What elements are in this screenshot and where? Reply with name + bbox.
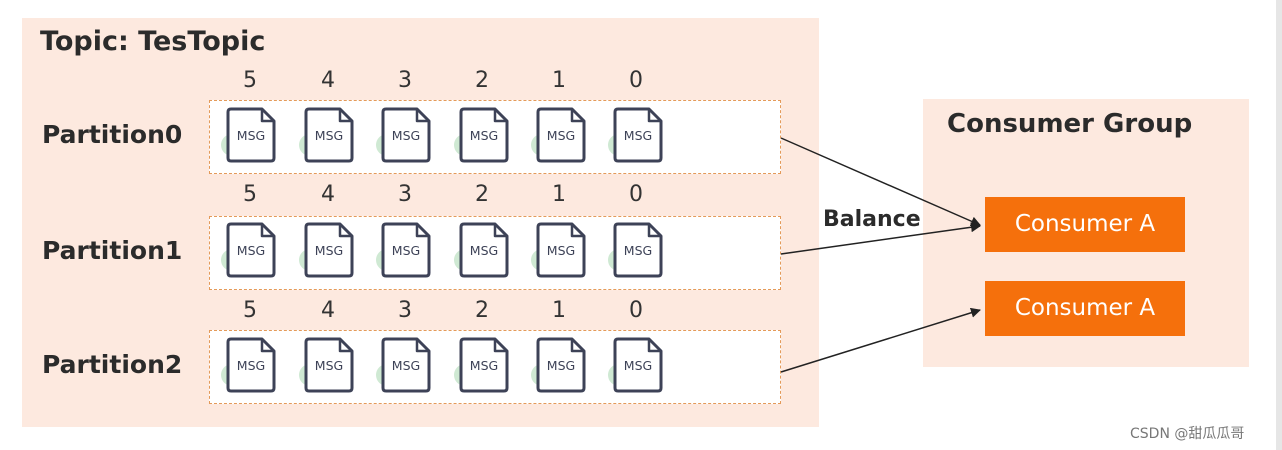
offset-label: 2	[475, 298, 489, 323]
message-label: MSG	[470, 358, 498, 373]
watermark: CSDN @甜瓜瓜哥	[1130, 426, 1245, 442]
offset-label: 5	[243, 182, 257, 207]
message-label: MSG	[237, 128, 265, 143]
consumer-box-1: Consumer A	[985, 281, 1185, 336]
offset-label: 2	[475, 182, 489, 207]
message-icon: MSG	[531, 107, 590, 167]
partition-label-2: Partition2	[42, 350, 183, 379]
message-label: MSG	[392, 243, 420, 258]
message-icon: MSG	[299, 107, 358, 167]
message-label: MSG	[624, 128, 652, 143]
offset-row-2: 5 4 3 2 1 0	[0, 298, 700, 328]
offset-label: 3	[398, 298, 412, 323]
consumer-group-title: Consumer Group	[947, 109, 1193, 139]
message-icon: MSG	[608, 337, 667, 397]
message-label: MSG	[392, 358, 420, 373]
offset-label: 0	[629, 68, 643, 93]
offset-label: 4	[321, 68, 335, 93]
message-icon: MSG	[454, 337, 513, 397]
offset-label: 0	[629, 298, 643, 323]
message-label: MSG	[470, 128, 498, 143]
message-icon: MSG	[608, 222, 667, 282]
message-label: MSG	[237, 358, 265, 373]
message-label: MSG	[624, 243, 652, 258]
offset-row-1: 5 4 3 2 1 0	[0, 182, 700, 212]
offset-label: 5	[243, 298, 257, 323]
message-icon: MSG	[531, 337, 590, 397]
message-icon: MSG	[454, 107, 513, 167]
message-icon: MSG	[376, 107, 435, 167]
message-label: MSG	[547, 243, 575, 258]
partition-label-1: Partition1	[42, 236, 183, 265]
message-icon: MSG	[299, 222, 358, 282]
message-label: MSG	[624, 358, 652, 373]
topic-title: Topic: TesTopic	[40, 26, 266, 57]
offset-label: 5	[243, 68, 257, 93]
partition-label-0: Partition0	[42, 120, 183, 149]
message-icon: MSG	[608, 107, 667, 167]
message-label: MSG	[470, 243, 498, 258]
offset-label: 1	[552, 68, 566, 93]
message-label: MSG	[392, 128, 420, 143]
message-label: MSG	[315, 243, 343, 258]
offset-label: 4	[321, 298, 335, 323]
message-label: MSG	[547, 358, 575, 373]
message-label: MSG	[547, 128, 575, 143]
message-icon: MSG	[376, 337, 435, 397]
message-icon: MSG	[454, 222, 513, 282]
edge-strip	[1276, 0, 1282, 450]
message-label: MSG	[315, 128, 343, 143]
offset-label: 3	[398, 68, 412, 93]
offset-label: 3	[398, 182, 412, 207]
offset-label: 1	[552, 298, 566, 323]
offset-label: 0	[629, 182, 643, 207]
message-icon: MSG	[531, 222, 590, 282]
balance-label: Balance	[823, 207, 921, 232]
message-icon: MSG	[221, 222, 280, 282]
message-label: MSG	[315, 358, 343, 373]
offset-label: 4	[321, 182, 335, 207]
message-icon: MSG	[221, 107, 280, 167]
message-icon: MSG	[299, 337, 358, 397]
offset-label: 1	[552, 182, 566, 207]
message-label: MSG	[237, 243, 265, 258]
message-icon: MSG	[221, 337, 280, 397]
offset-label: 2	[475, 68, 489, 93]
message-icon: MSG	[376, 222, 435, 282]
consumer-box-0: Consumer A	[985, 197, 1185, 252]
offset-row-0: 5 4 3 2 1 0	[0, 68, 700, 98]
